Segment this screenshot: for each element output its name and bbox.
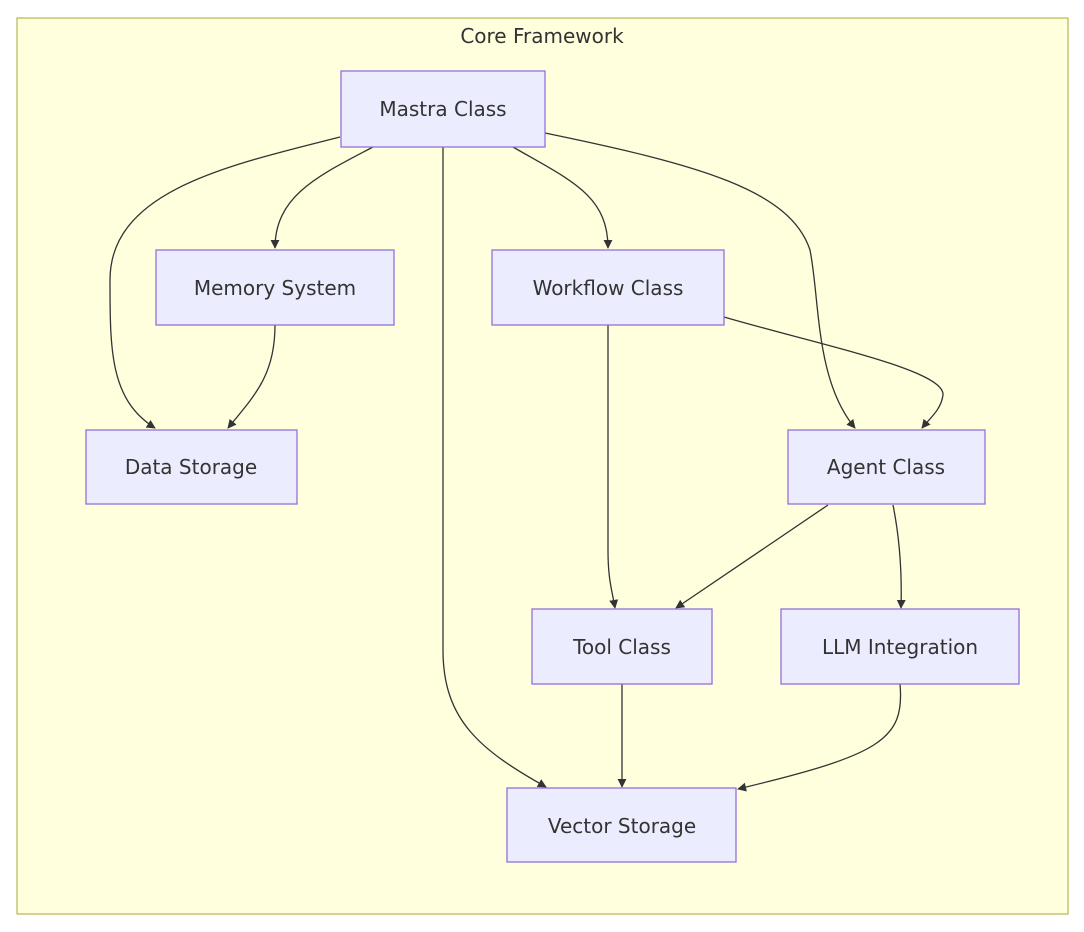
node-label: Memory System [194,276,356,300]
node-label: Vector Storage [548,814,696,838]
node-box [340,70,546,148]
edge-mastra-to-vector-storage [442,147,547,788]
node-agent-class[interactable]: Agent Class [787,429,986,505]
node-label: Tool Class [572,635,671,659]
edge-mastra-to-workflow-class [512,146,613,249]
edge-mastra-to-memory-system [270,146,374,249]
node-workflow-class[interactable]: Workflow Class [491,249,725,326]
edge-agent-class-to-llm-integration [892,504,906,609]
edge-workflow-class-to-agent-class [723,316,944,429]
node-box [491,249,725,326]
node-data-storage[interactable]: Data Storage [85,429,298,505]
edge-mastra-to-agent-class [544,132,856,429]
node-box [780,608,1020,685]
node-box [85,429,298,505]
node-box [506,787,737,863]
node-box [155,249,395,326]
edge-agent-class-to-tool-class [675,504,829,609]
node-label: Workflow Class [533,276,684,300]
node-box [531,608,713,685]
node-tool-class[interactable]: Tool Class [531,608,713,685]
node-mastra-class[interactable]: Mastra Class [340,70,546,148]
edge-workflow-class-to-tool-class [607,325,619,609]
node-label: Agent Class [827,455,945,479]
node-label: LLM Integration [822,635,978,659]
node-memory-system[interactable]: Memory System [155,249,395,326]
edge-llm-integration-to-vector-storage [737,683,902,792]
node-box [787,429,986,505]
cluster-title: Core Framework [460,24,624,48]
node-label: Data Storage [125,455,257,479]
edge-mastra-to-data-storage [109,136,341,429]
node-label: Mastra Class [379,97,506,121]
edge-memory-system-to-data-storage [227,324,276,429]
node-vector-storage[interactable]: Vector Storage [506,787,737,863]
edges [109,132,944,792]
node-llm-integration[interactable]: LLM Integration [780,608,1020,685]
